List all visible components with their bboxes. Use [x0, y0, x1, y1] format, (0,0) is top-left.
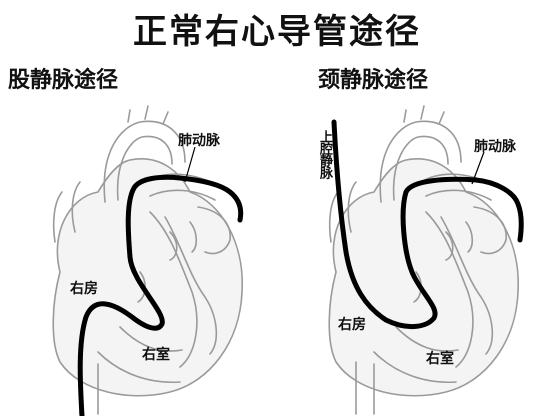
catheter-path-jugular	[331, 119, 524, 329]
pulmonary-artery-label-femoral: 肺动脉	[178, 133, 220, 149]
femoral-route-subtitle: 股静脉途径	[8, 67, 119, 93]
femoral-route-panel: 肺动脉 右房 右室	[20, 92, 280, 416]
pulmonary-artery-label-jugular: 肺动脉	[474, 139, 516, 155]
heart-illustration-femoral	[52, 105, 244, 416]
pulmonary-artery-pointer-jugular	[471, 151, 485, 185]
pulmonary-artery-pointer	[184, 146, 196, 183]
catheter-path-femoral	[77, 174, 244, 416]
heart-illustration-jugular	[328, 105, 524, 415]
right-atrium-label-jugular: 右房	[338, 317, 366, 333]
superior-vena-cava-label: 上腔静脉	[317, 130, 332, 178]
diagram-title: 正常右心导管途径	[133, 12, 421, 52]
jugular-route-subtitle: 颈静脉途径	[318, 67, 429, 93]
jugular-route-panel: 上腔静脉 肺动脉 右房 右室	[296, 92, 554, 416]
right-ventricle-label-femoral: 右室	[142, 347, 170, 363]
right-atrium-label-femoral: 右房	[70, 281, 98, 297]
right-ventricle-label-jugular: 右室	[426, 351, 454, 367]
